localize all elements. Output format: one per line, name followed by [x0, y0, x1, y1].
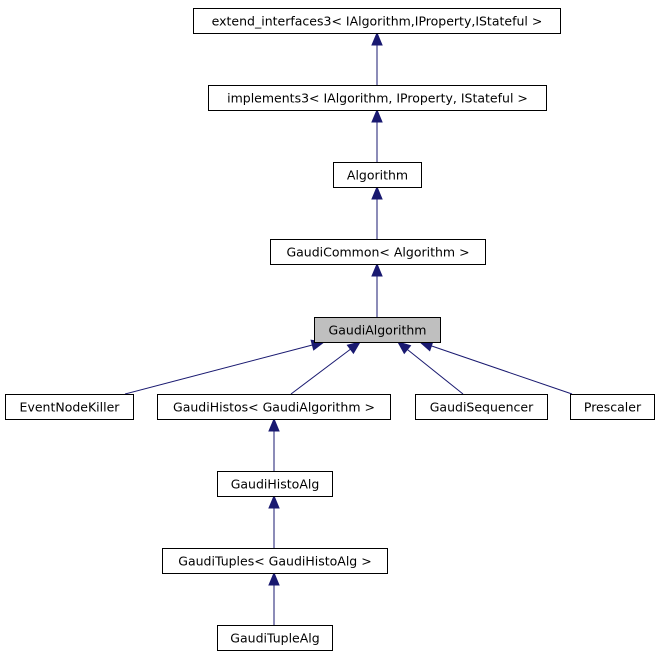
- class-node-box: [314, 317, 441, 343]
- class-node-label: GaudiHistoAlg: [231, 477, 320, 492]
- inheritance-edge-algorithm-to-implements3: [371, 108, 383, 162]
- inheritance-edge-gaudi_common-to-algorithm: [371, 185, 383, 239]
- class-node-box: [162, 548, 388, 574]
- class-node-label: extend_interfaces3< IAlgorithm,IProperty…: [212, 14, 543, 29]
- arrowhead-icon: [268, 494, 280, 509]
- class-node-gaudi-tuple-alg[interactable]: GaudiTupleAlg: [217, 625, 333, 651]
- arrowhead-icon: [371, 262, 383, 277]
- arrowhead-icon: [371, 185, 383, 200]
- class-node-box: [415, 394, 548, 420]
- class-node-prescaler[interactable]: Prescaler: [570, 394, 655, 420]
- arrowhead-icon: [346, 341, 362, 355]
- class-node-box: [157, 394, 391, 420]
- class-node-event-node-killer[interactable]: EventNodeKiller: [5, 394, 134, 420]
- class-node-gaudi-histo-alg[interactable]: GaudiHistoAlg: [217, 471, 333, 497]
- arrowhead-icon: [396, 341, 412, 355]
- arrowhead-icon: [268, 417, 280, 432]
- class-node-label: EventNodeKiller: [20, 400, 121, 415]
- class-node-algorithm[interactable]: Algorithm: [333, 162, 422, 188]
- arrowhead-icon: [268, 571, 280, 586]
- inheritance-edge-gaudi_tuples-to-gaudi_histo_alg: [268, 494, 280, 548]
- class-node-gaudi-tuples[interactable]: GaudiTuples< GaudiHistoAlg >: [162, 548, 388, 574]
- class-node-box: [333, 162, 422, 188]
- class-node-box: [570, 394, 655, 420]
- class-node-label: Algorithm: [347, 168, 408, 183]
- class-node-extend-interfaces3[interactable]: extend_interfaces3< IAlgorithm,IProperty…: [193, 8, 561, 34]
- class-node-label: GaudiHistos< GaudiAlgorithm >: [173, 400, 375, 415]
- class-node-box: [193, 8, 561, 34]
- edge-line: [124, 344, 313, 395]
- edge-line: [290, 348, 351, 395]
- edge-line: [407, 349, 464, 395]
- class-node-label: GaudiSequencer: [430, 400, 534, 415]
- class-node-label: implements3< IAlgorithm, IProperty, ISta…: [227, 91, 528, 106]
- class-node-label: GaudiAlgorithm: [329, 323, 427, 338]
- class-node-box: [5, 394, 134, 420]
- inheritance-edge-gaudi_sequencer-to-gaudi_algorithm: [396, 341, 464, 395]
- arrowhead-icon: [371, 31, 383, 46]
- class-node-implements3[interactable]: implements3< IAlgorithm, IProperty, ISta…: [208, 85, 547, 111]
- inheritance-edge-event_node_killer-to-gaudi_algorithm: [124, 339, 326, 395]
- class-node-label: GaudiCommon< Algorithm >: [286, 245, 469, 260]
- class-node-box: [217, 625, 333, 651]
- inheritance-edge-gaudi_algorithm-to-gaudi_common: [371, 262, 383, 317]
- class-node-label: GaudiTuples< GaudiHistoAlg >: [178, 554, 371, 569]
- arrowhead-icon: [371, 108, 383, 123]
- class-node-gaudi-sequencer[interactable]: GaudiSequencer: [415, 394, 548, 420]
- inheritance-edge-gaudi_tuple_alg-to-gaudi_tuples: [268, 571, 280, 625]
- class-node-box: [270, 239, 486, 265]
- class-node-gaudi-algorithm[interactable]: GaudiAlgorithm: [314, 317, 441, 343]
- inheritance-edge-prescaler-to-gaudi_algorithm: [418, 340, 573, 395]
- inheritance-edge-gaudi_histo_alg-to-gaudi_histos: [268, 417, 280, 471]
- class-node-label: Prescaler: [584, 400, 642, 415]
- class-node-gaudi-common[interactable]: GaudiCommon< Algorithm >: [270, 239, 486, 265]
- class-node-box: [208, 85, 547, 111]
- edge-line: [431, 345, 573, 395]
- inheritance-edge-gaudi_histos-to-gaudi_algorithm: [290, 341, 362, 395]
- nodes-layer: extend_interfaces3< IAlgorithm,IProperty…: [5, 8, 655, 651]
- inheritance-edge-implements3-to-extend_interfaces3: [371, 31, 383, 85]
- class-node-box: [217, 471, 333, 497]
- class-node-gaudi-histos[interactable]: GaudiHistos< GaudiAlgorithm >: [157, 394, 391, 420]
- class-node-label: GaudiTupleAlg: [230, 631, 319, 646]
